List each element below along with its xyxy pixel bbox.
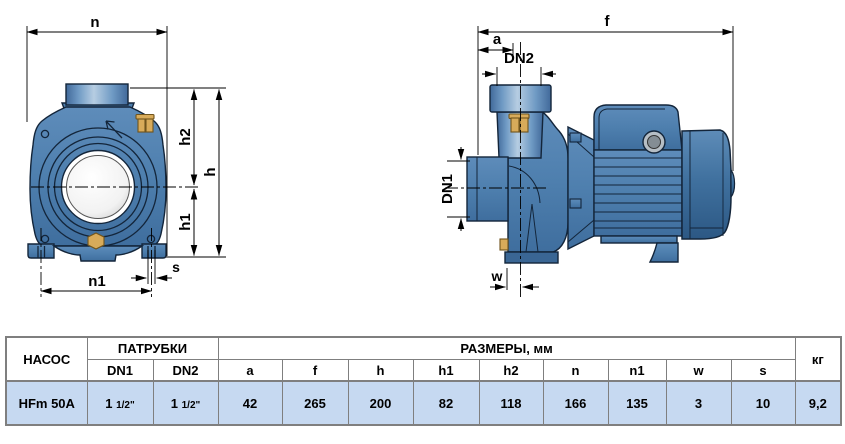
header-h2: h2 [478,359,544,382]
header-dn1: DN1 [86,359,154,382]
suction-flange-side [466,156,509,222]
front-view-drawing: n h2 h h1 s n1 [26,14,226,297]
cell-dn2: 1 1/2" [152,380,219,426]
cell-s: 10 [730,380,796,426]
dim-label-w: w [491,268,503,284]
dimensions-table: НАСОС ПАТРУБКИ РАЗМЕРЫ, мм кг DN1 DN2 a … [5,336,843,426]
drain-plug-brass-side [499,238,509,251]
dim-label-h1: h1 [177,213,194,231]
dim-label-dn2: DN2 [504,50,534,67]
motor-fins [594,157,682,229]
centerlines-side [445,42,548,298]
header-f: f [281,359,349,382]
dim-label-s: s [172,259,180,275]
centerlines [31,186,201,297]
dim-label-h2: h2 [177,128,194,146]
vent-plug-brass-side [508,113,530,133]
bolt-holes [40,129,156,244]
cell-f: 265 [281,380,349,426]
motor-body [593,149,683,237]
header-pump: НАСОС [5,336,88,382]
side-dimensions [447,26,734,291]
header-dimensions-mm: РАЗМЕРЫ, мм [217,336,796,360]
bracket-bolt [569,198,582,209]
cell-w: 3 [665,380,732,426]
rotation-arrow-icon [105,120,123,139]
pump-front-body [27,83,167,262]
drain-plug-brass [87,232,105,250]
table-row: HFm 50A 1 1/2" 1 1/2" 42 265 200 82 118 … [5,380,842,426]
side-view-drawing: f a DN2 DN1 w [439,13,736,298]
fan-cover-hub [730,168,736,199]
header-n1: n1 [607,359,667,382]
vent-plug-brass [135,113,155,133]
cell-weight: 9,2 [794,380,842,426]
discharge-port [65,83,129,106]
header-ports: ПАТРУБКИ [86,336,219,360]
fan-cover [681,129,732,240]
dim-label-dn1: DN1 [439,174,456,204]
motor-skirt [600,235,678,244]
cell-a: 42 [217,380,283,426]
cell-h: 200 [347,380,414,426]
terminal-box [593,104,683,151]
dim-label-h: h [202,167,219,176]
foot-right [141,243,167,259]
base-recess [51,245,145,262]
pump-base [504,251,559,264]
cable-gland-center [647,135,661,149]
bracket-bolt [569,132,582,143]
header-dn2: DN2 [152,359,219,382]
cell-n: 166 [542,380,609,426]
header-a: a [217,359,283,382]
header-h: h [347,359,414,382]
cell-h2: 118 [478,380,544,426]
front-dimensions [26,26,226,295]
cell-n1: 135 [607,380,667,426]
dim-label-f: f [605,13,611,30]
dim-label-n: n [90,14,99,31]
dim-label-n1: n1 [88,273,106,290]
header-h1: h1 [412,359,480,382]
motor-foot [648,242,679,263]
header-weight-kg: кг [794,336,842,382]
header-w: w [665,359,732,382]
cell-dn1: 1 1/2" [86,380,154,426]
dim-label-a: a [493,31,502,48]
header-n: n [542,359,609,382]
pump-side-body [466,84,736,264]
header-s: s [730,359,796,382]
cell-h1: 82 [412,380,480,426]
cell-pump-model: HFm 50A [5,380,88,426]
